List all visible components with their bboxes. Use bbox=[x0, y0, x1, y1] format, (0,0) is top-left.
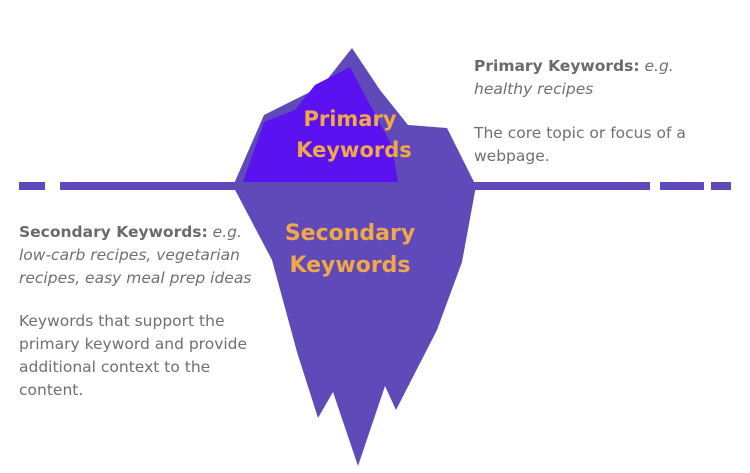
iceberg-tip-highlight bbox=[243, 67, 398, 182]
water-line-dash-left-1 bbox=[19, 182, 45, 190]
secondary-keywords-block: Secondary Keywords: e.g. low-carb recipe… bbox=[19, 221, 269, 402]
secondary-keywords-description: Keywords that support the primary keywor… bbox=[19, 312, 248, 399]
secondary-keywords-example: e.g. low-carb recipes, vegetarian recipe… bbox=[19, 223, 252, 287]
water-line-dash-right-1 bbox=[660, 182, 704, 190]
primary-keywords-description: The core topic or focus of a webpage. bbox=[474, 124, 686, 165]
primary-keywords-label-line1: Primary bbox=[303, 107, 396, 131]
primary-keywords-example: e.g. healthy recipes bbox=[474, 57, 674, 98]
primary-keywords-block: Primary Keywords: e.g. healthy recipes T… bbox=[474, 55, 736, 168]
secondary-keywords-label-line1: Secondary bbox=[285, 221, 415, 246]
iceberg-base bbox=[233, 186, 476, 466]
primary-keywords-label-line2: Keywords bbox=[296, 138, 412, 162]
primary-keywords-title: Primary Keywords: bbox=[474, 57, 640, 75]
secondary-keywords-heading: Secondary Keywords: e.g. low-carb recipe… bbox=[19, 221, 269, 290]
secondary-keywords-label-line2: Keywords bbox=[289, 253, 410, 278]
primary-keywords-heading: Primary Keywords: e.g. healthy recipes bbox=[474, 55, 736, 101]
secondary-keywords-title: Secondary Keywords: bbox=[19, 223, 208, 241]
water-line-dash-right-2 bbox=[711, 182, 731, 190]
